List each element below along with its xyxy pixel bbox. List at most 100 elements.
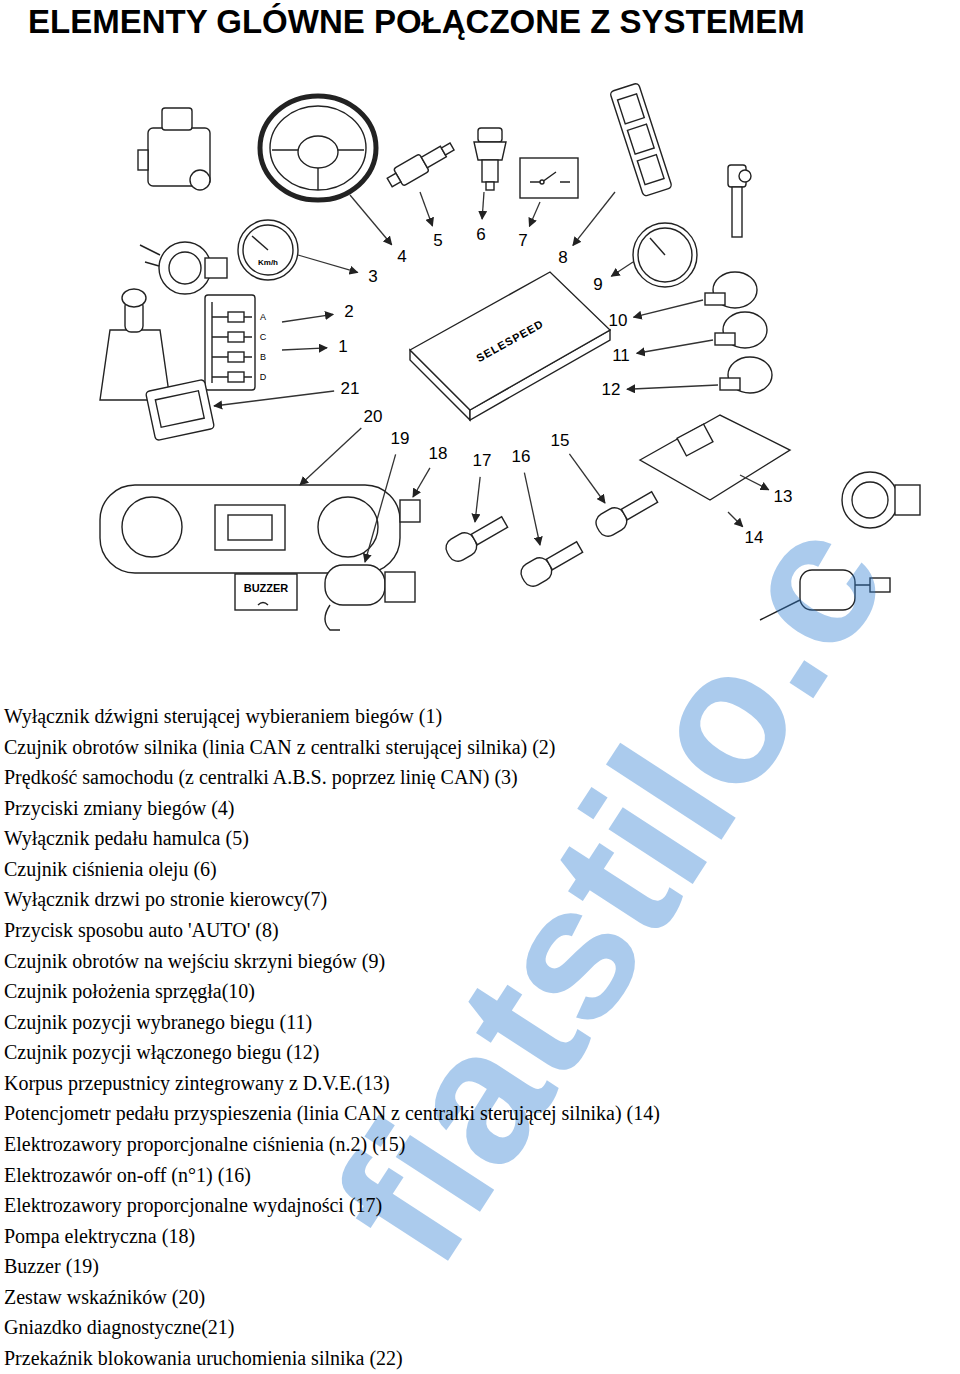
auto-button-strip [610, 83, 673, 197]
callout-number: 10 [609, 311, 628, 331]
part-list-item: Czujnik ciśnienia oleju (6) [4, 857, 217, 880]
gear-selector-module [159, 242, 211, 294]
instrument-cluster [100, 485, 400, 573]
electric-pump [325, 565, 385, 605]
leader-arrow [282, 314, 333, 322]
tachometer [650, 238, 665, 255]
position-sensor [720, 357, 772, 393]
gear-selector-module [140, 245, 160, 266]
speed-sensor [705, 293, 725, 305]
leader-arrow [300, 428, 361, 485]
solenoid-valve [442, 512, 510, 565]
leader-arrow [482, 192, 484, 219]
leader-arrow [365, 454, 396, 562]
leader-arrow [214, 391, 334, 406]
auto-button-strip [637, 155, 664, 185]
throttle-body [895, 485, 920, 515]
speedometer [243, 225, 293, 275]
part-list-item: Czujnik obrotów silnika (linia CAN z cen… [4, 735, 556, 758]
part-list-item: Potencjometr pedału przyspieszenia (lini… [4, 1102, 660, 1125]
buzzer-box [235, 574, 297, 610]
solenoid-valve [471, 517, 507, 545]
throttle-body [852, 482, 888, 518]
selespeed-ecu [410, 272, 610, 410]
part-list-item: Elektrozawory proporcjonalne wydajności … [4, 1194, 382, 1217]
speedometer [238, 220, 298, 280]
speed-sensor [705, 272, 757, 308]
abs-unit [190, 170, 210, 190]
auto-button-strip [610, 83, 673, 197]
callout-number: 6 [476, 225, 485, 245]
leader-arrow [627, 385, 718, 389]
part-list-item: Elektrozawory proporcjonalne ciśnienia (… [4, 1132, 406, 1155]
callout-number: 19 [391, 429, 410, 449]
callout-number: 13 [774, 487, 793, 507]
switch-diagram [228, 312, 244, 322]
callout-number: 7 [518, 231, 527, 251]
switch-diagram [205, 295, 255, 390]
position-sensor [720, 378, 740, 390]
door-switch-symbol [540, 180, 544, 184]
part-list-item: Elektrozawór on-off (n°1) (16) [4, 1163, 251, 1186]
brake-switch [441, 143, 454, 155]
part-list-item: Zestaw wskaźników (20) [4, 1285, 205, 1308]
oil-pressure-sensor [478, 128, 502, 142]
instrument-cluster [215, 505, 285, 550]
leader-arrow [637, 340, 713, 353]
leader-arrow [475, 477, 480, 522]
callout-number: 5 [433, 231, 442, 251]
gear-selector-module [169, 252, 201, 284]
tachometer [633, 223, 697, 287]
gear-lever [100, 289, 170, 400]
tachometer [638, 228, 692, 282]
part-list-item: Czujnik położenia sprzęgła(10) [4, 980, 255, 1003]
part-list-item: Czujnik obrotów na wejściu skrzyni biegó… [4, 949, 385, 972]
oil-pressure-sensor [486, 182, 494, 190]
gauge-unit: Km/h [258, 258, 278, 267]
callout-number: 12 [602, 380, 621, 400]
callout-number: 16 [512, 447, 531, 467]
callout-number: 8 [558, 248, 567, 268]
part-list-item: Gniazdko diagnostyczne(21) [4, 1316, 234, 1339]
leader-arrow [420, 192, 432, 226]
solenoid-valve [517, 537, 585, 590]
callout-number: 18 [429, 444, 448, 464]
page-title: ELEMENTY GLÓWNE POŁĄCZONE Z SYSTEMEM [28, 2, 805, 42]
steering-wheel [270, 106, 366, 190]
door-switch-symbol [520, 158, 578, 198]
callout-number: 2 [344, 302, 353, 322]
hydraulic-control-unit [640, 415, 790, 500]
gear-lever [122, 289, 146, 307]
diagnostic-socket [145, 379, 214, 440]
callout-number: 4 [397, 247, 406, 267]
watermark: fiatstilo.c [303, 489, 917, 1292]
leader-arrow [611, 262, 633, 276]
buzzer-box [235, 574, 297, 610]
leader-arrow [298, 255, 358, 272]
part-list-item: Przycisk sposobu auto 'AUTO' (8) [4, 918, 279, 941]
part-list-item: Wyłącznik pedału hamulca (5) [4, 827, 249, 850]
switch-diagram [228, 352, 244, 362]
steering-wheel [260, 96, 376, 200]
hydraulic-control-unit [640, 415, 790, 500]
switch-pin: A [260, 312, 266, 322]
part-list-item: Czujnik pozycji wybranego biegu (11) [4, 1010, 312, 1033]
speedometer [252, 236, 268, 250]
instrument-cluster [100, 485, 400, 573]
steering-wheel [260, 96, 376, 200]
leader-arrow [413, 468, 430, 497]
gear-selector-module [140, 242, 227, 294]
callout-number: 15 [551, 431, 570, 451]
position-sensor [715, 333, 735, 345]
gear-selector-module [205, 258, 227, 278]
callout-number: 11 [612, 346, 630, 366]
brake-switch [387, 173, 401, 187]
electric-pump [325, 605, 340, 630]
abs-unit [138, 150, 148, 170]
buzzer-label: BUZZER [244, 582, 289, 595]
switch-pin: B [260, 352, 266, 362]
instrument-cluster [122, 497, 182, 557]
temperature-sensor [732, 187, 742, 237]
throttle-body [842, 472, 898, 528]
switch-diagram [228, 372, 244, 382]
